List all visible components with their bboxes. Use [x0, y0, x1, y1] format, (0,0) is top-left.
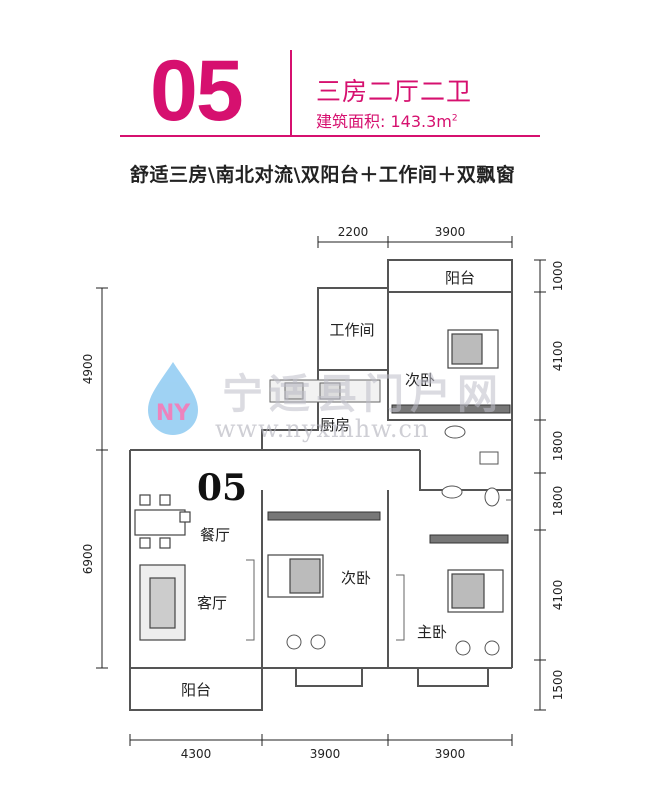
dim-right-label: 4100: [551, 341, 565, 372]
dining-table: [134, 509, 186, 536]
floor-area: 建筑面积: 143.3m2: [316, 108, 458, 132]
stove: [284, 382, 304, 400]
window-bath: [506, 499, 513, 540]
bed-top-right-pattern: [451, 333, 483, 365]
room-balcony-bottom: 阳台: [181, 681, 211, 699]
dimension-lines: [96, 236, 546, 746]
wall-workroom: [317, 288, 388, 371]
dim-right-label: 1800: [551, 486, 565, 517]
sofa-inner: [149, 577, 176, 629]
dim-top-label: 2200: [338, 225, 369, 239]
area-unit-sup: 2: [451, 113, 458, 124]
unit-number: 05: [150, 43, 244, 139]
watermark-url: www.nyxmhw.cn: [215, 415, 430, 443]
window-living: [246, 559, 255, 641]
dim-right-label: 4100: [551, 580, 565, 611]
wardrobe-top-right: [391, 404, 511, 414]
window-mid: [396, 574, 405, 641]
dim-right-label: 1800: [551, 431, 565, 462]
room-bedroom-middle: 次卧: [341, 569, 371, 587]
chair: [159, 537, 171, 549]
wall-bath: [419, 450, 512, 491]
dim-left-label: 4900: [81, 354, 95, 385]
toilet-lower: [484, 487, 500, 507]
wall-kitchen-block: [261, 259, 513, 668]
header-divider-vertical: [290, 50, 292, 136]
dim-bottom-label: 3900: [310, 747, 341, 761]
header-divider-horizontal: [120, 135, 540, 137]
basin-lower: [441, 485, 463, 499]
kitchen-counter: [269, 379, 381, 403]
area-value: 143.3m: [390, 112, 452, 131]
wardrobes: [267, 404, 511, 544]
wardrobe-master: [429, 534, 509, 544]
bed-master-pattern: [451, 573, 485, 609]
watermark-drop-icon: [148, 362, 198, 435]
windows: [246, 499, 513, 641]
dim-bottom-label: 4300: [181, 747, 212, 761]
sofa-set: [139, 564, 186, 641]
watermark-logo-text: NY: [156, 401, 191, 426]
tagline: 舒适三房\南北对流\双阳台＋工作间＋双飘窗: [130, 164, 516, 186]
wardrobe-mid: [267, 511, 381, 521]
room-balcony-top: 阳台: [445, 269, 475, 287]
bath-fixtures: [441, 425, 500, 507]
room-kitchen: 厨房: [320, 416, 350, 434]
plan-unit-label: 05: [197, 467, 247, 509]
wall-bay-master: [417, 668, 489, 687]
wall-mid-corridor: [261, 490, 389, 669]
chair: [139, 537, 151, 549]
chair: [179, 511, 191, 523]
wall-bedroom-tr: [387, 288, 512, 421]
wall-outline: [129, 450, 263, 711]
watermark-text: 宁适县门户网: [222, 370, 504, 418]
room-bedroom-top-right: 次卧: [405, 371, 435, 389]
room-labels: 阳台 工作间 次卧 厨房 餐厅 客厅 阳台 次卧 主卧: [181, 269, 475, 699]
bay-chair: [484, 640, 500, 656]
beds: [267, 329, 504, 613]
dimension-labels: 2200 3900 4300 3900 3900 4900 6900 1000 …: [81, 225, 565, 761]
chair: [159, 494, 171, 506]
bay-chairs: [286, 634, 500, 656]
unit-type: 三房二厅二卫: [316, 77, 473, 106]
area-label: 建筑面积:: [316, 112, 386, 131]
toilet-top: [479, 451, 499, 465]
dim-right-label: 1500: [551, 670, 565, 701]
dining-set: [134, 494, 191, 549]
dim-left-label: 6900: [81, 544, 95, 575]
bay-chair: [455, 640, 471, 656]
bay-chair: [310, 634, 326, 650]
dim-top-label: 3900: [435, 225, 466, 239]
sink: [319, 382, 341, 400]
chair: [139, 494, 151, 506]
room-dining: 餐厅: [200, 526, 230, 544]
room-living: 客厅: [197, 594, 227, 612]
dim-right-label: 1000: [551, 261, 565, 292]
bed-middle-pattern: [289, 558, 321, 594]
walls: [129, 259, 513, 711]
room-workroom: 工作间: [329, 321, 374, 339]
basin: [444, 425, 466, 439]
bay-chair: [286, 634, 302, 650]
watermark-logo: NY: [148, 362, 198, 435]
wall-bay-mid: [295, 668, 363, 687]
room-master-bedroom: 主卧: [417, 623, 447, 641]
dim-bottom-label: 3900: [435, 747, 466, 761]
